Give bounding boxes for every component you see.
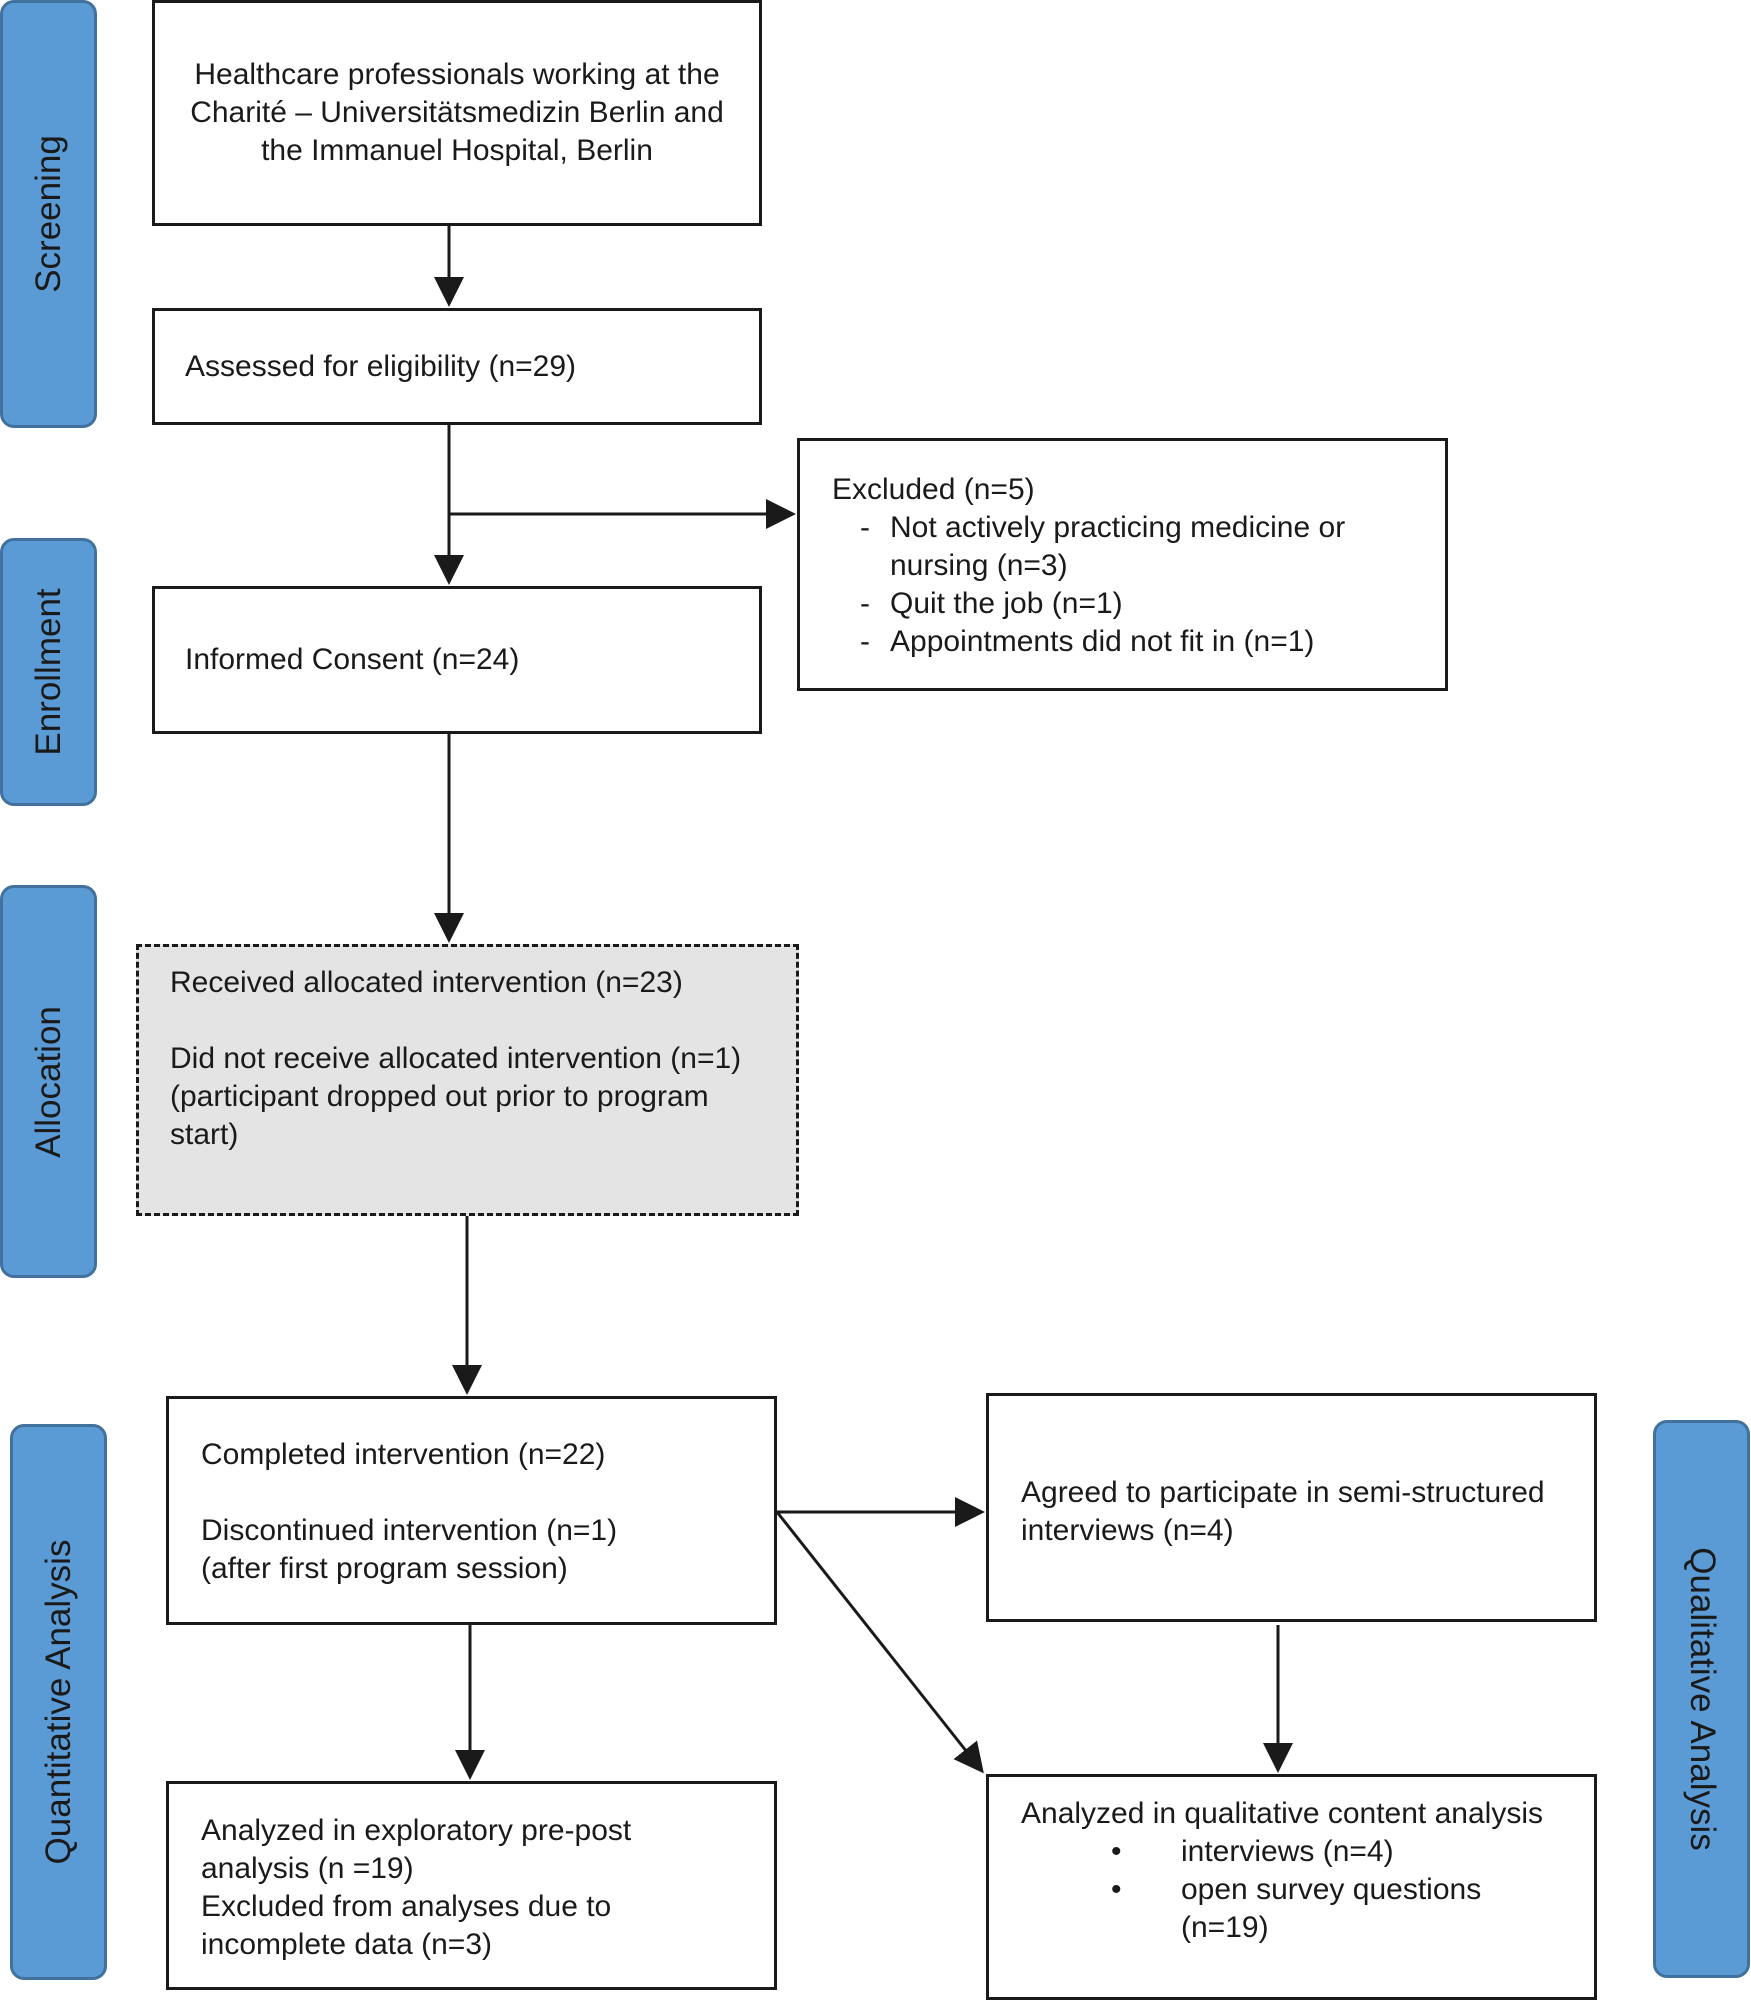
stage-label-screening: Screening — [0, 0, 97, 428]
prepost-box: Analyzed in exploratory pre-post analysi… — [166, 1781, 777, 1990]
discontinued-note: (after first program session) — [201, 1552, 568, 1585]
excluded-list: Not actively practicing medicine or nurs… — [832, 509, 1413, 661]
not-received-text: Did not receive allocated intervention (… — [170, 1042, 742, 1075]
prepost-text: Analyzed in exploratory pre-post analysi… — [201, 1814, 632, 1885]
dropout-reason-text: (participant dropped out prior to progra… — [170, 1080, 709, 1151]
excluded-title: Excluded (n=5) — [832, 473, 1035, 506]
allocation-box: Received allocated intervention (n=23) D… — [136, 944, 799, 1216]
eligibility-box: Assessed for eligibility (n=29) — [152, 308, 762, 425]
qualitative-item: interviews (n=4) — [1021, 1833, 1562, 1871]
excluded-item: Quit the job (n=1) — [860, 585, 1413, 623]
population-box: Healthcare professionals working at the … — [152, 0, 762, 226]
interviews-text: Agreed to participate in semi-structured… — [1021, 1476, 1545, 1547]
completed-box: Completed intervention (n=22) Discontinu… — [166, 1396, 777, 1625]
prepost-excluded-text: Excluded from analyses due to incomplete… — [201, 1890, 612, 1961]
stage-label-enrollment: Enrollment — [0, 538, 97, 806]
excluded-item: Not actively practicing medicine or nurs… — [860, 509, 1413, 585]
received-text: Received allocated intervention (n=23) — [170, 966, 683, 999]
completed-text: Completed intervention (n=22) — [201, 1438, 606, 1471]
stage-label-allocation: Allocation — [0, 885, 97, 1278]
discontinued-text: Discontinued intervention (n=1) — [201, 1514, 618, 1547]
stage-label-qualitative: Qualitative Analysis — [1653, 1420, 1750, 1978]
qualitative-list: interviews (n=4) open survey questions (… — [1021, 1833, 1562, 1947]
consent-box: Informed Consent (n=24) — [152, 586, 762, 734]
consent-text: Informed Consent (n=24) — [185, 643, 520, 676]
arrow-completed-to-qualitative — [775, 1511, 984, 1774]
excluded-item: Appointments did not fit in (n=1) — [860, 623, 1413, 661]
qualitative-box: Analyzed in qualitative content analysis… — [986, 1774, 1597, 2000]
population-text: Healthcare professionals working at the … — [190, 58, 724, 167]
stage-label-quantitative: Quantitative Analysis — [10, 1424, 107, 1980]
interviews-box: Agreed to participate in semi-structured… — [986, 1393, 1597, 1622]
eligibility-text: Assessed for eligibility (n=29) — [185, 349, 577, 383]
excluded-box: Excluded (n=5) Not actively practicing m… — [797, 438, 1448, 691]
qualitative-item: open survey questions (n=19) — [1021, 1871, 1562, 1947]
qualitative-title: Analyzed in qualitative content analysis — [1021, 1797, 1543, 1830]
